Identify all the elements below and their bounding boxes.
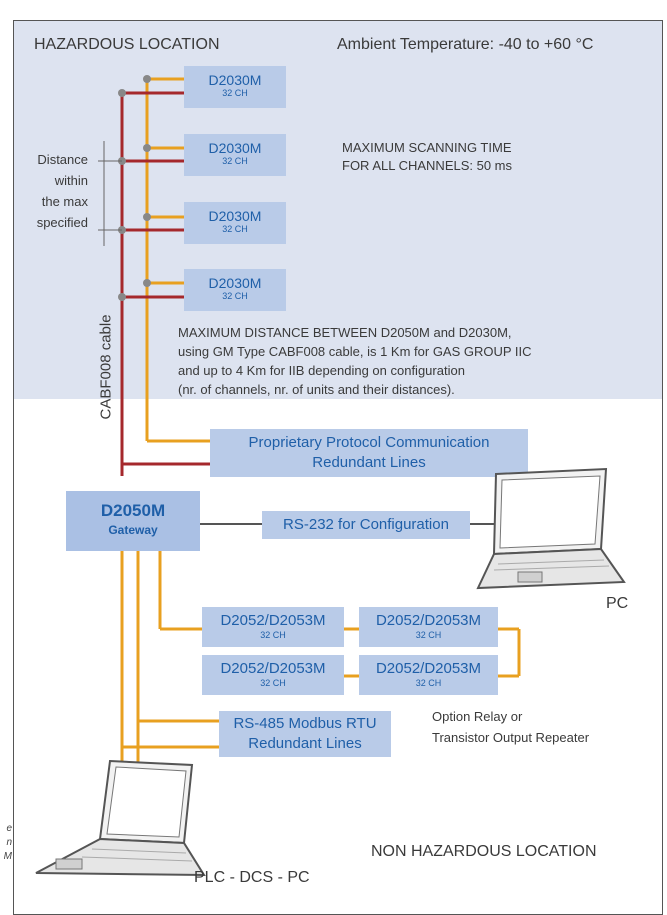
distance-note: Distance within the max specified — [26, 149, 88, 233]
d2030m-unit: D2030M 32 CH — [184, 269, 286, 311]
d2052-unit: D2052/D2053M 32 CH — [359, 655, 498, 695]
edge-fragment-line: M — [3, 851, 12, 862]
d2030m-unit: D2030M 32 CH — [184, 202, 286, 244]
scanning-note-line: FOR ALL CHANNELS: 50 ms — [342, 158, 513, 173]
gateway-name: D2050M — [100, 501, 166, 520]
max-distance-line: (nr. of channels, nr. of units and their… — [178, 382, 455, 397]
unit-channels: 32 CH — [260, 630, 286, 640]
unit-channels: 32 CH — [222, 224, 248, 234]
unit-name: D2052/D2053M — [375, 660, 482, 677]
scanning-note-line: MAXIMUM SCANNING TIME — [342, 140, 512, 155]
unit-name: D2030M — [208, 72, 262, 88]
option-note: Option Relay or Transistor Output Repeat… — [432, 706, 589, 748]
option-note-line: Option Relay or — [432, 709, 523, 724]
edge-fragment-line: n — [6, 837, 12, 848]
unit-channels: 32 CH — [222, 156, 248, 166]
unit-name: D2052/D2053M — [220, 660, 326, 677]
plc-label: PLC - DCS - PC — [194, 869, 310, 886]
unit-name: D2030M — [208, 275, 262, 291]
rs485-line: Redundant Lines — [248, 735, 362, 752]
rs485-line: RS-485 Modbus RTU — [233, 715, 377, 732]
cable-label: CABF008 cable — [97, 314, 115, 420]
max-distance-line: and up to 4 Km for IIB depending on conf… — [178, 363, 465, 378]
distance-note-line: Distance — [37, 152, 88, 167]
distance-note-line: the max — [41, 194, 88, 209]
proprietary-line: Proprietary Protocol Communication — [248, 434, 490, 451]
unit-name: D2052/D2053M — [220, 612, 326, 629]
unit-name: D2030M — [208, 208, 262, 224]
plc-laptop-icon — [35, 759, 206, 877]
unit-channels: 32 CH — [222, 291, 248, 301]
d2052-unit: D2052/D2053M 32 CH — [359, 607, 498, 647]
diagram-frame: HAZARDOUS LOCATION Ambient Temperature: … — [13, 20, 663, 915]
rs232-label: RS-232 for Configuration — [283, 516, 449, 533]
wiring-lines — [98, 75, 524, 796]
scanning-time-note: MAXIMUM SCANNING TIME FOR ALL CHANNELS: … — [342, 139, 512, 175]
hazardous-location-label: HAZARDOUS LOCATION — [34, 36, 220, 53]
edge-text-fragment: e n M — [0, 822, 12, 864]
proprietary-line: Redundant Lines — [312, 454, 426, 471]
d2052-unit: D2052/D2053M 32 CH — [202, 655, 344, 695]
unit-channels: 32 CH — [222, 88, 248, 98]
ambient-temperature-label: Ambient Temperature: -40 to +60 °C — [337, 36, 594, 53]
distance-note-line: within — [54, 173, 88, 188]
proprietary-protocol-box: Proprietary Protocol Communication Redun… — [210, 429, 528, 477]
d2030m-unit: D2030M 32 CH — [184, 66, 286, 108]
max-distance-line: using GM Type CABF008 cable, is 1 Km for… — [178, 344, 532, 359]
unit-channels: 32 CH — [415, 678, 442, 688]
distance-note-line: specified — [36, 215, 88, 230]
unit-channels: 32 CH — [415, 630, 442, 640]
max-distance-line: MAXIMUM DISTANCE BETWEEN D2050M and D203… — [178, 325, 512, 340]
d2030m-unit: D2030M 32 CH — [184, 134, 286, 176]
option-note-line: Transistor Output Repeater — [432, 730, 590, 745]
gateway-sub: Gateway — [108, 523, 158, 537]
unit-name: D2052/D2053M — [375, 612, 482, 629]
max-distance-note: MAXIMUM DISTANCE BETWEEN D2050M and D203… — [178, 323, 532, 399]
rs485-box: RS-485 Modbus RTU Redundant Lines — [219, 711, 391, 757]
edge-fragment-line: e — [6, 823, 12, 834]
pc-laptop-icon — [476, 467, 626, 590]
non-hazardous-location-label: NON HAZARDOUS LOCATION — [371, 843, 597, 860]
pc-label: PC — [606, 595, 629, 612]
unit-channels: 32 CH — [260, 678, 286, 688]
d2052-unit: D2052/D2053M 32 CH — [202, 607, 344, 647]
rs232-box: RS-232 for Configuration — [262, 511, 470, 539]
unit-name: D2030M — [208, 140, 262, 156]
d2050m-gateway-box: D2050M Gateway — [66, 491, 200, 551]
